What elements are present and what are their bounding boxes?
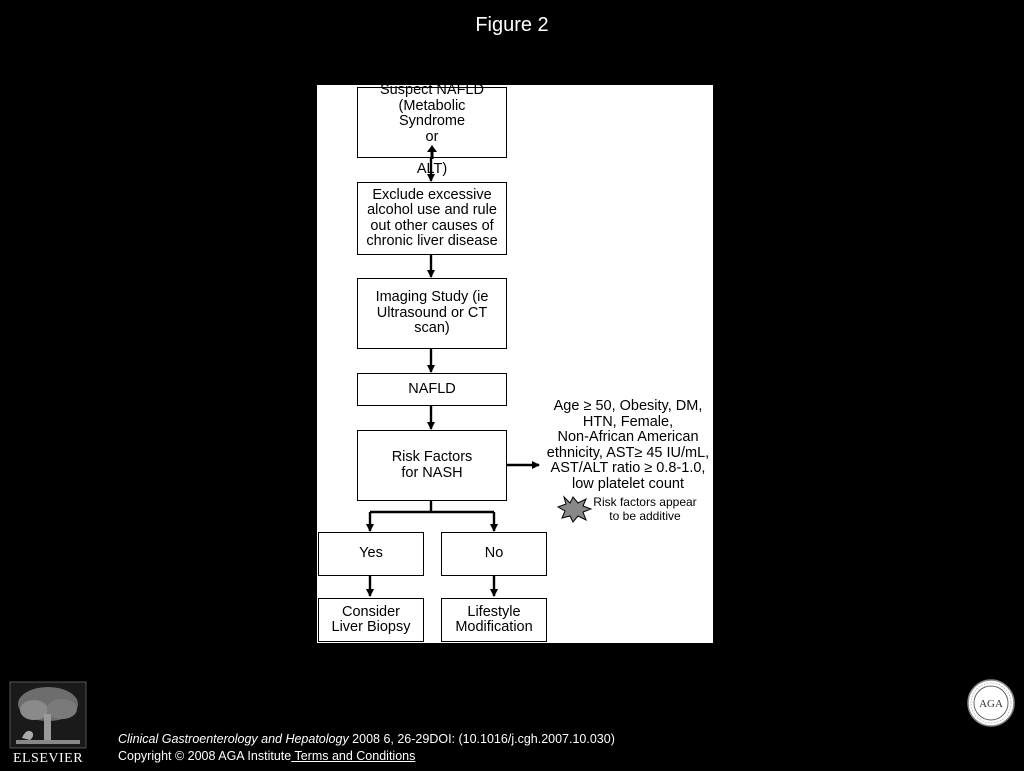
up-arrow-icon: [427, 145, 437, 160]
node-risk-label: Risk Factors for NASH: [391, 449, 473, 481]
node-suspect-label-tail: ALT): [416, 160, 448, 177]
aga-seal-icon: AGA: [967, 679, 1015, 727]
terms-and-conditions-link[interactable]: Terms and Conditions: [291, 749, 416, 763]
risk-factors-list: Age ≥ 50, Obesity, DM, HTN, Female, Non-…: [546, 398, 710, 492]
citation-line: Clinical Gastroenterology and Hepatology…: [118, 731, 615, 748]
node-risk-factors: Risk Factors for NASH: [357, 430, 507, 501]
copyright-text: Copyright © 2008 AGA Institute: [118, 749, 292, 763]
node-biopsy-label: Consider Liver Biopsy: [331, 603, 411, 635]
additive-note: Risk factors appear to be additive: [593, 495, 697, 523]
figure-title: Figure 2: [475, 14, 549, 36]
seal-text: AGA: [979, 698, 1003, 710]
node-consider-biopsy: Consider Liver Biopsy: [318, 598, 424, 642]
node-lifestyle-label: Lifestyle Modification: [455, 603, 533, 635]
journal-name: Clinical Gastroenterology and Hepatology: [118, 732, 349, 746]
node-yes-label: Yes: [359, 545, 383, 562]
node-imaging-study: Imaging Study (ie Ultrasound or CT scan): [357, 278, 507, 349]
elsevier-tree-logo: ELSEVIER: [9, 681, 87, 766]
publisher-logo-text: ELSEVIER: [13, 751, 83, 766]
aga-seal: AGA: [966, 678, 1016, 728]
node-nafld-label: NAFLD: [408, 380, 456, 397]
flowchart-panel: Suspect NAFLD (Metabolic Syndrome or ALT…: [317, 83, 713, 643]
node-exclude-causes: Exclude excessive alcohol use and rule o…: [357, 182, 507, 255]
node-lifestyle-modification: Lifestyle Modification: [441, 598, 547, 642]
node-imaging-label: Imaging Study (ie Ultrasound or CT scan): [375, 289, 489, 337]
node-exclude-label: Exclude excessive alcohol use and rule o…: [366, 186, 498, 249]
citation-details: 2008 6, 26-29DOI: (10.1016/j.cgh.2007.10…: [348, 732, 615, 746]
node-nafld: NAFLD: [357, 373, 507, 406]
flowchart-connectors: [366, 158, 593, 597]
citation: Clinical Gastroenterology and Hepatology…: [118, 731, 615, 765]
starburst-icon: [556, 495, 593, 523]
copyright-line: Copyright © 2008 AGA Institute Terms and…: [118, 748, 615, 765]
node-no: No: [441, 532, 547, 576]
node-suspect-nafld: Suspect NAFLD (Metabolic Syndrome or ALT…: [357, 83, 507, 177]
node-suspect-label: Suspect NAFLD (Metabolic Syndrome or: [380, 82, 484, 145]
node-no-label: No: [484, 545, 504, 562]
elsevier-logo: ELSEVIER: [8, 680, 88, 766]
node-yes: Yes: [318, 532, 424, 576]
